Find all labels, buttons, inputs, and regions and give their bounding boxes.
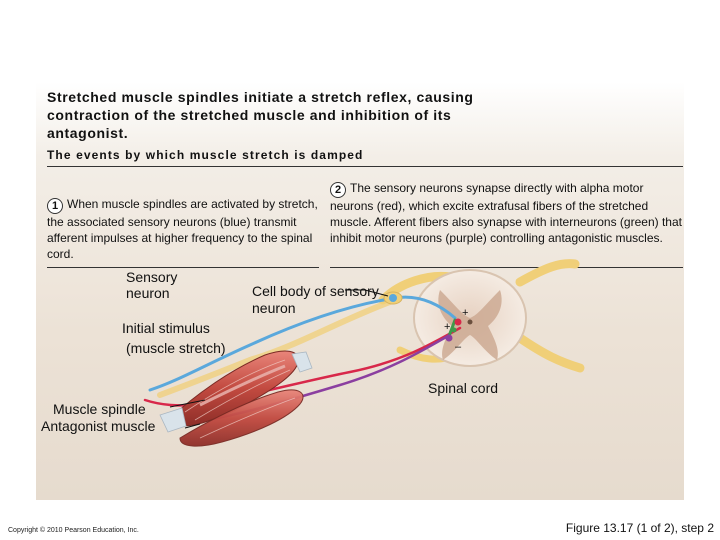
leader-lines: [169, 289, 389, 429]
tendon-right: [291, 351, 313, 373]
sensory-neuron-label: Sensory neuron: [126, 269, 178, 301]
muscle-group: [159, 350, 313, 447]
excitatory-sign-2: +: [444, 321, 450, 333]
step-2-text: The sensory neurons synapse directly wit…: [330, 181, 682, 245]
spinal-cord-label: Spinal cord: [428, 380, 499, 396]
step-1-rule: [47, 267, 319, 268]
copyright-notice: Copyright © 2010 Pearson Education, Inc.: [8, 527, 139, 534]
figure-title: Stretched muscle spindles initiate a str…: [47, 89, 474, 141]
muscle-spindle-label: Muscle spindle: [53, 401, 146, 417]
spinal-cord-section: [413, 269, 527, 367]
sensory-neuron-fiber: [148, 295, 457, 392]
inhibitory-sign: –: [455, 341, 462, 353]
figure-caption: Figure 13.17 (1 of 2), step 2: [565, 521, 714, 535]
sensory-cell-body: [383, 291, 403, 305]
synapses: [445, 318, 462, 342]
muscle-stretch-label: (muscle stretch): [126, 340, 226, 356]
antagonist-muscle-label: Antagonist muscle: [41, 418, 156, 434]
muscle-spindle: [199, 364, 286, 407]
figure-subtitle: The events by which muscle stretch is da…: [47, 148, 364, 162]
initial-stimulus-label: Initial stimulus: [122, 320, 210, 336]
excitatory-sign: +: [462, 307, 468, 319]
cell-body-label: Cell body of sensory neuron: [252, 283, 379, 316]
step-2-rule: [330, 267, 683, 268]
tendon-left: [159, 407, 187, 433]
figure-panel: [36, 82, 684, 500]
step-1-text: When muscle spindles are activated by st…: [47, 197, 318, 261]
subtitle-rule: [47, 166, 683, 167]
antagonist-muscle: [179, 389, 304, 447]
